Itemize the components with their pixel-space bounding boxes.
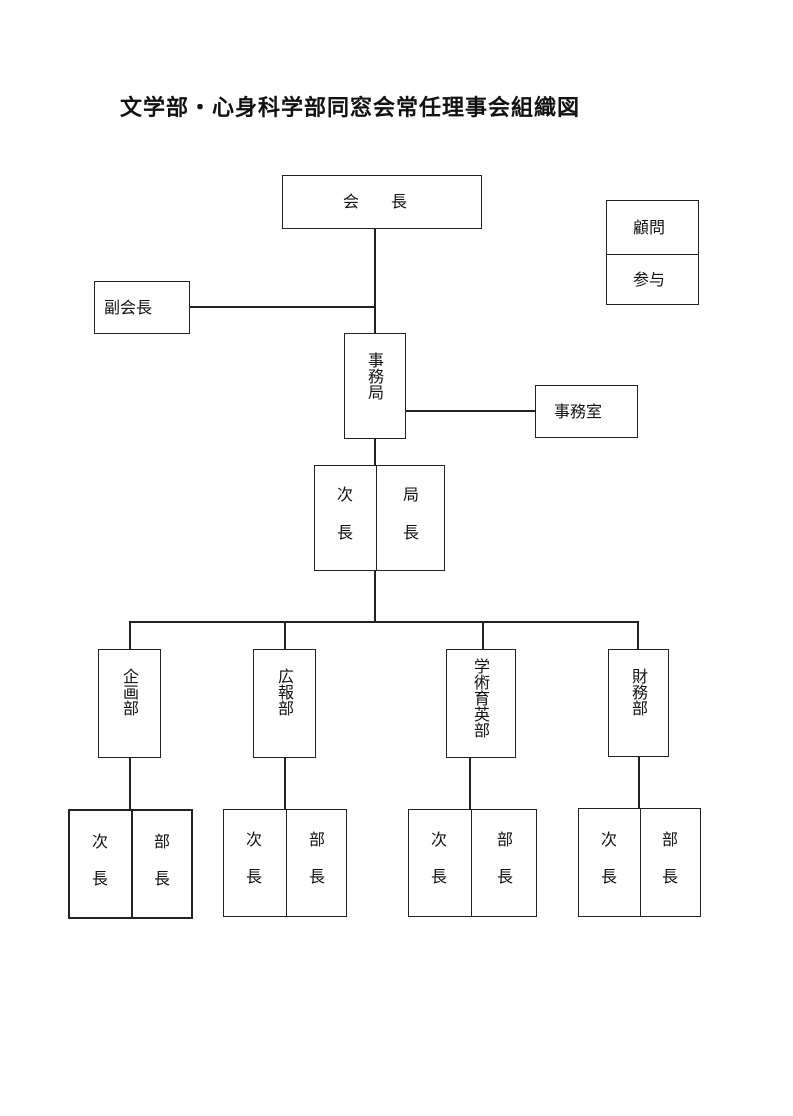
- department-academic-heads-box: 次 長 部 長: [408, 809, 537, 917]
- connector-planning-heads: [129, 757, 131, 809]
- advisors-box: 顧問 参与: [606, 200, 699, 305]
- secretariat-deputy-bottom: 長: [337, 523, 354, 542]
- page-title: 文学部・心身科学部同窓会常任理事会組織図: [120, 96, 581, 121]
- academic-head-bottom: 長: [497, 867, 514, 886]
- planning-head-top: 部: [154, 832, 171, 851]
- department-planning-label: 企画部: [120, 668, 139, 716]
- secretariat-chief-top: 局: [403, 485, 420, 504]
- department-academic-box: 学術育英部: [446, 649, 516, 758]
- department-pr-heads-box: 次 長 部 長: [223, 809, 347, 917]
- connector-heads-down: [374, 570, 376, 622]
- department-planning-box: 企画部: [98, 649, 161, 758]
- secretariat-box: 事務局: [344, 333, 406, 439]
- counselor-label: 参与: [633, 270, 666, 289]
- academic-heads-divider: [471, 810, 472, 916]
- vice-president-label: 副会長: [104, 298, 153, 317]
- connector-finance-heads: [638, 757, 640, 809]
- pr-head-bottom: 長: [309, 867, 326, 886]
- pr-deputy-bottom: 長: [246, 867, 263, 886]
- connector-president-secretariat: [374, 228, 376, 334]
- department-finance-heads-box: 次 長 部 長: [578, 808, 701, 917]
- finance-deputy-bottom: 長: [601, 867, 618, 886]
- department-planning-heads-box: 次 長 部 長: [68, 809, 193, 919]
- president-label: 会 長: [343, 192, 408, 211]
- secretariat-chief-bottom: 長: [403, 523, 420, 542]
- connector-drop-academic: [482, 621, 484, 650]
- academic-deputy-bottom: 長: [431, 867, 448, 886]
- department-academic-label: 学術育英部: [471, 658, 490, 738]
- secretariat-label: 事務局: [365, 352, 384, 400]
- office-box: 事務室: [535, 385, 638, 438]
- academic-deputy-top: 次: [431, 830, 448, 849]
- office-label: 事務室: [554, 402, 603, 421]
- connector-drop-planning: [129, 621, 131, 650]
- connector-office: [405, 410, 536, 412]
- advisor-label: 顧問: [633, 218, 666, 237]
- president-box: 会 長: [282, 175, 482, 229]
- pr-head-top: 部: [309, 830, 326, 849]
- planning-deputy-top: 次: [92, 832, 109, 851]
- secretariat-heads-divider: [376, 466, 377, 570]
- department-finance-box: 財務部: [608, 649, 669, 757]
- connector-drop-finance: [637, 621, 639, 650]
- planning-deputy-bottom: 長: [92, 869, 109, 888]
- connector-vice-president: [189, 306, 375, 308]
- planning-heads-divider: [131, 811, 133, 917]
- vice-president-box: 副会長: [94, 281, 190, 334]
- department-pr-label: 広報部: [275, 668, 294, 716]
- department-pr-box: 広報部: [253, 649, 316, 758]
- secretariat-deputy-top: 次: [337, 485, 354, 504]
- secretariat-heads-box: 次 長 局 長: [314, 465, 445, 571]
- connector-department-bus: [129, 621, 639, 623]
- department-finance-label: 財務部: [629, 668, 648, 716]
- planning-head-bottom: 長: [154, 869, 171, 888]
- connector-academic-heads: [469, 757, 471, 809]
- finance-head-bottom: 長: [662, 867, 679, 886]
- finance-deputy-top: 次: [601, 830, 618, 849]
- connector-pr-heads: [284, 757, 286, 809]
- finance-head-top: 部: [662, 830, 679, 849]
- academic-head-top: 部: [497, 830, 514, 849]
- pr-heads-divider: [286, 810, 287, 916]
- connector-secretariat-heads: [374, 438, 376, 466]
- finance-heads-divider: [640, 809, 641, 916]
- advisors-divider: [607, 254, 698, 255]
- pr-deputy-top: 次: [246, 830, 263, 849]
- connector-drop-pr: [284, 621, 286, 650]
